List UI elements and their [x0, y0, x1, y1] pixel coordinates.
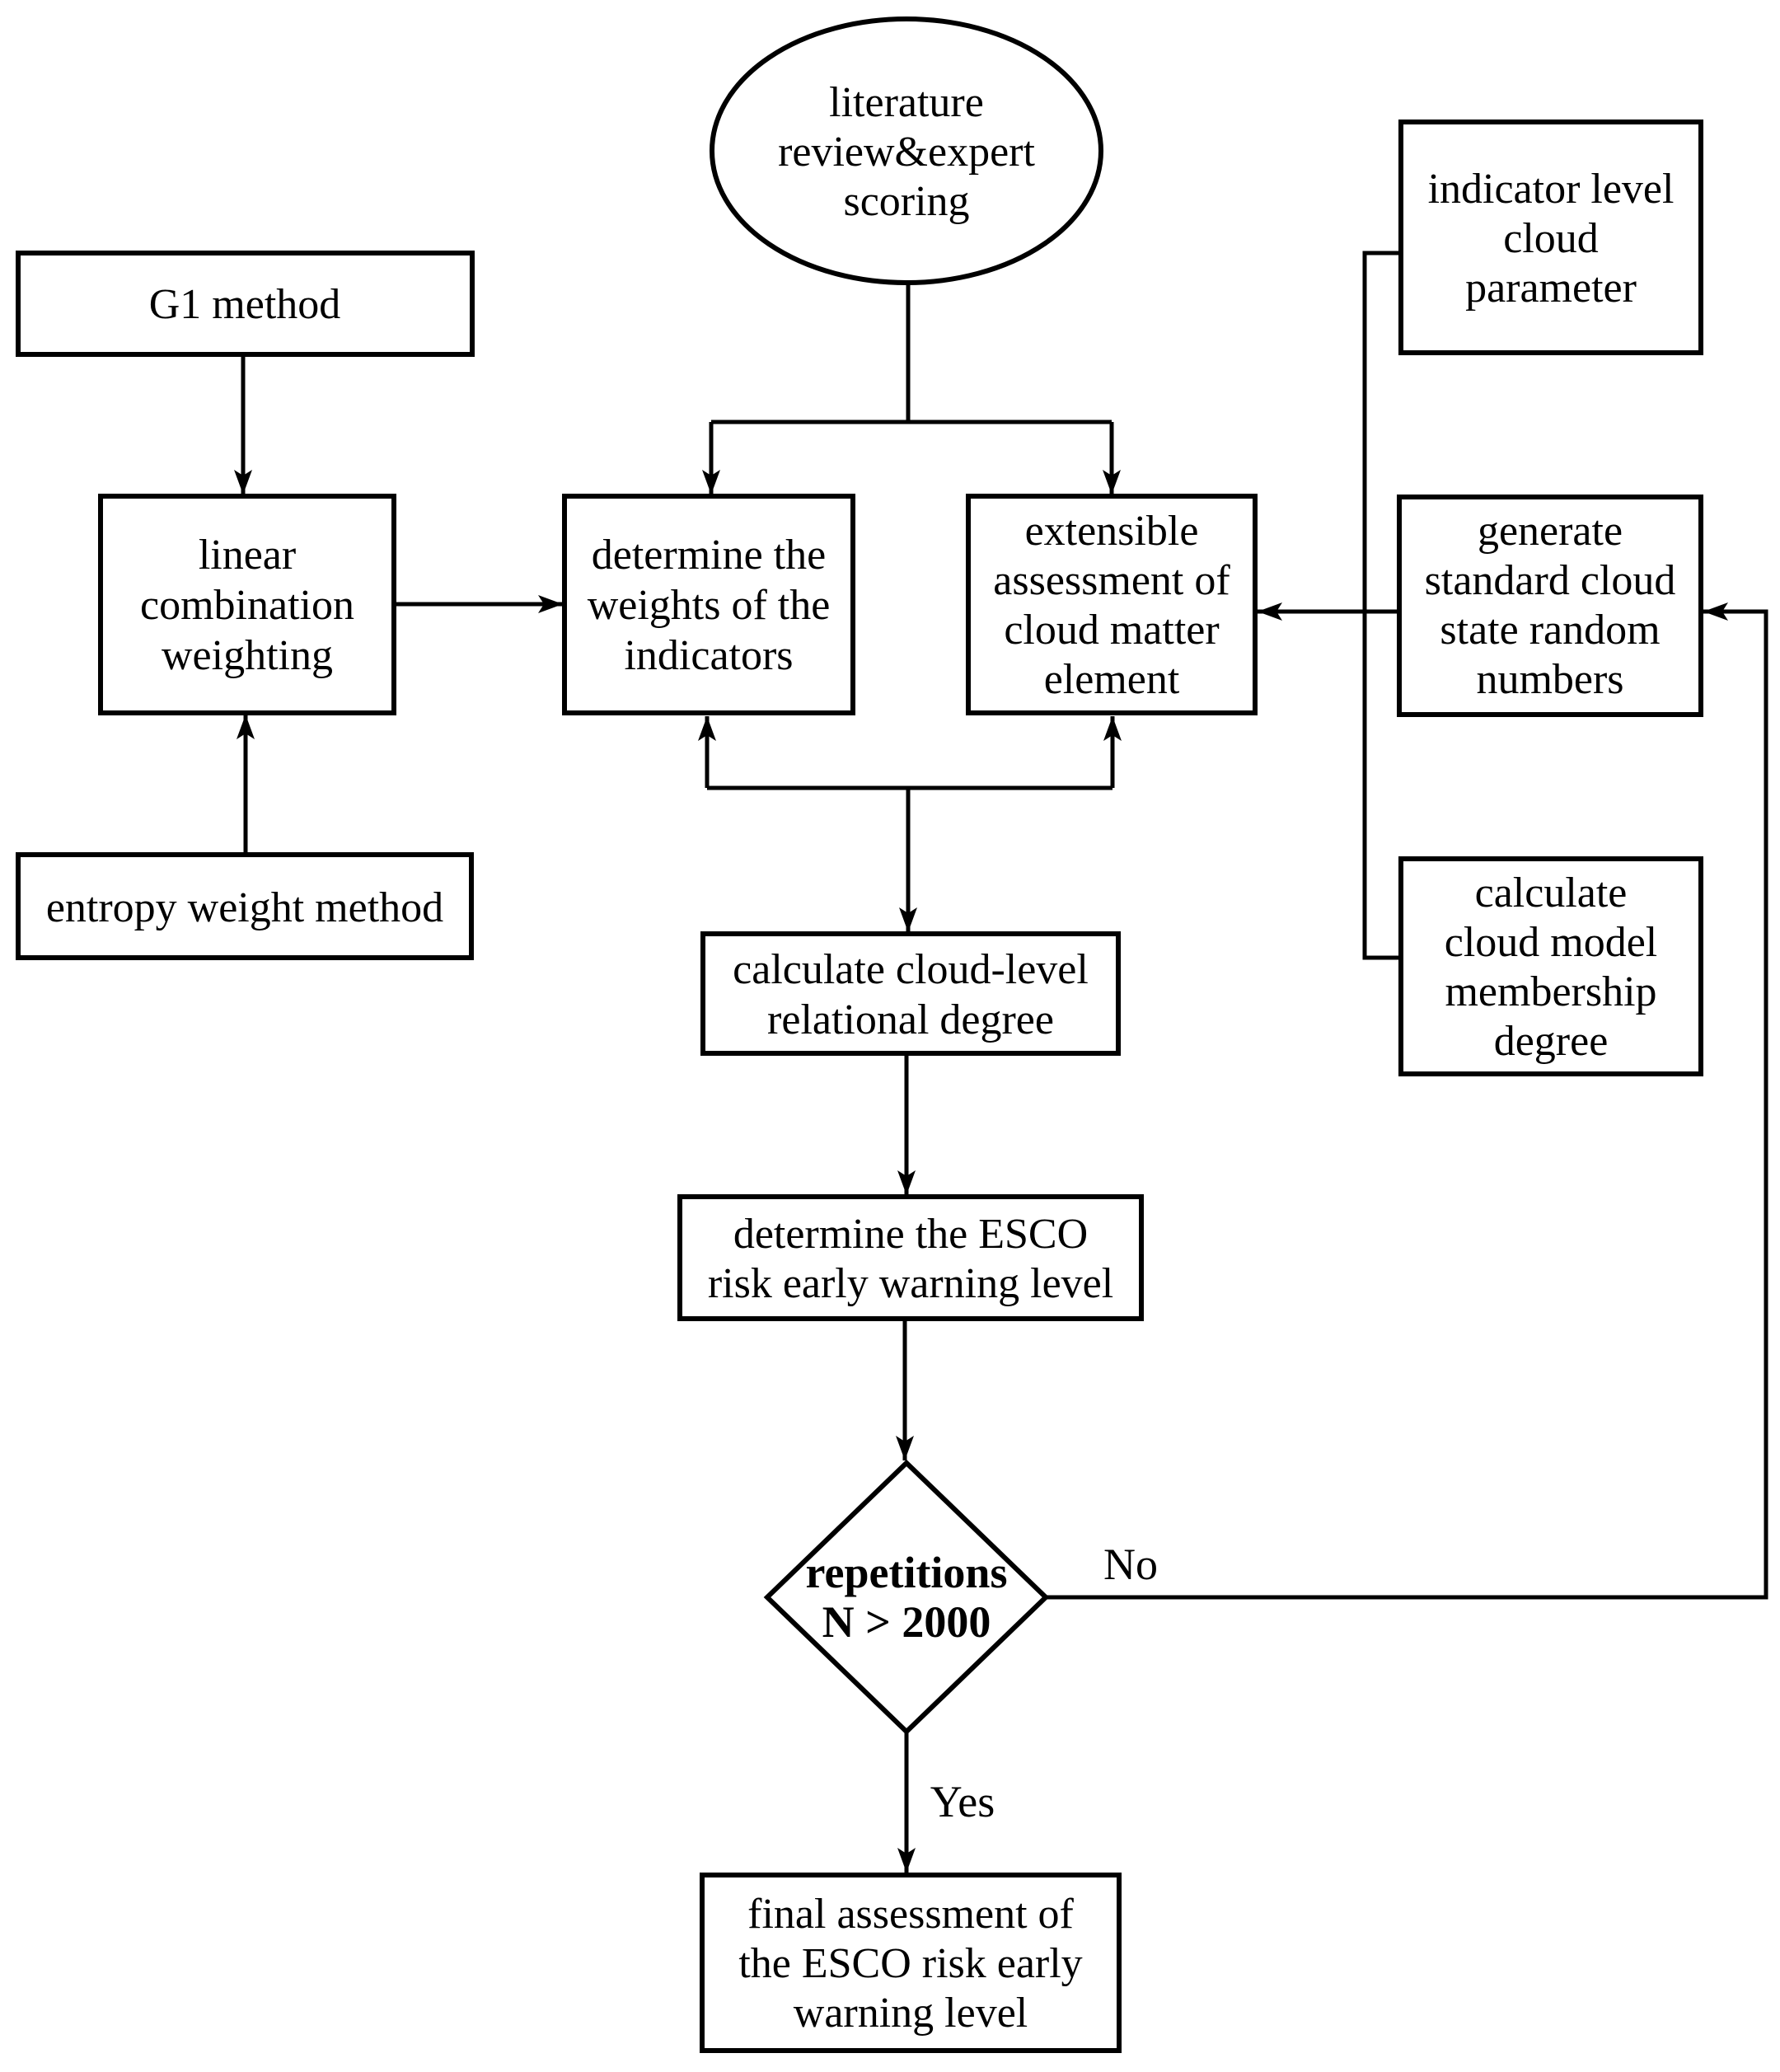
- linear-combination-line2: combination: [140, 582, 354, 629]
- node-indicator-cloud-parameter: [1398, 120, 1703, 355]
- extensible-assessment-line2: assessment of: [993, 557, 1230, 604]
- extensible-assessment-line3: cloud matter: [1004, 607, 1219, 654]
- indicator-cloud-line1: indicator level: [1428, 166, 1675, 213]
- extensible-assessment-line1: extensible: [1025, 508, 1199, 555]
- node-g1-method: [16, 251, 475, 357]
- final-assessment-line3: warning level: [794, 1990, 1028, 2037]
- edge-indicator-membership-connector: [1362, 251, 1401, 960]
- esco-warning-line1: determine the ESCO: [733, 1211, 1088, 1258]
- linear-combination-line1: linear: [199, 532, 296, 579]
- membership-degree-line4: degree: [1494, 1018, 1609, 1065]
- g1-method-label: G1 method: [149, 281, 341, 328]
- generate-random-line1: generate: [1478, 508, 1623, 555]
- yes-label: Yes: [930, 1777, 995, 1826]
- extensible-assessment-line4: element: [1044, 656, 1180, 703]
- node-determine-weights: [562, 494, 855, 715]
- indicator-cloud-line2: cloud: [1503, 215, 1599, 262]
- start-ellipse-line1: literature: [829, 79, 984, 126]
- decision-line2: N > 2000: [822, 1597, 991, 1647]
- node-decision-repetitions: [763, 1459, 1050, 1736]
- generate-random-line2: standard cloud: [1425, 557, 1676, 604]
- node-linear-combination: [98, 494, 396, 715]
- node-relational-degree: [700, 931, 1121, 1056]
- membership-degree-line2: cloud model: [1445, 919, 1658, 966]
- edge-decision-no-loop: [1046, 602, 1768, 1600]
- start-ellipse-line3: scoring: [843, 178, 969, 225]
- indicator-cloud-line3: parameter: [1465, 265, 1637, 312]
- linear-combination-line3: weighting: [162, 632, 333, 679]
- membership-degree-line3: membership: [1445, 968, 1656, 1015]
- relational-degree-line1: calculate cloud-level: [733, 946, 1089, 993]
- node-final-assessment: [700, 1873, 1122, 2053]
- membership-degree-line1: calculate: [1475, 870, 1628, 916]
- generate-random-line3: state random: [1440, 607, 1660, 654]
- final-assessment-line1: final assessment of: [747, 1891, 1074, 1938]
- determine-weights-line2: weights of the: [588, 582, 831, 629]
- determine-weights-line3: indicators: [624, 632, 793, 679]
- no-label: No: [1103, 1540, 1158, 1589]
- final-assessment-line2: the ESCO risk early: [738, 1940, 1082, 1987]
- node-entropy-weight: [16, 852, 474, 960]
- determine-weights-line1: determine the: [592, 532, 826, 579]
- generate-random-line4: numbers: [1476, 656, 1623, 703]
- node-start-ellipse: [710, 16, 1103, 285]
- decision-line1: repetitions: [806, 1548, 1008, 1597]
- node-membership-degree: [1398, 856, 1703, 1076]
- entropy-weight-label: entropy weight method: [46, 884, 443, 931]
- node-esco-warning-level: [677, 1194, 1144, 1321]
- node-extensible-assessment: [966, 494, 1258, 715]
- node-generate-random-numbers: [1397, 495, 1703, 717]
- relational-degree-line2: relational degree: [767, 996, 1054, 1043]
- esco-warning-line2: risk early warning level: [708, 1260, 1113, 1307]
- start-ellipse-line2: review&expert: [778, 129, 1035, 176]
